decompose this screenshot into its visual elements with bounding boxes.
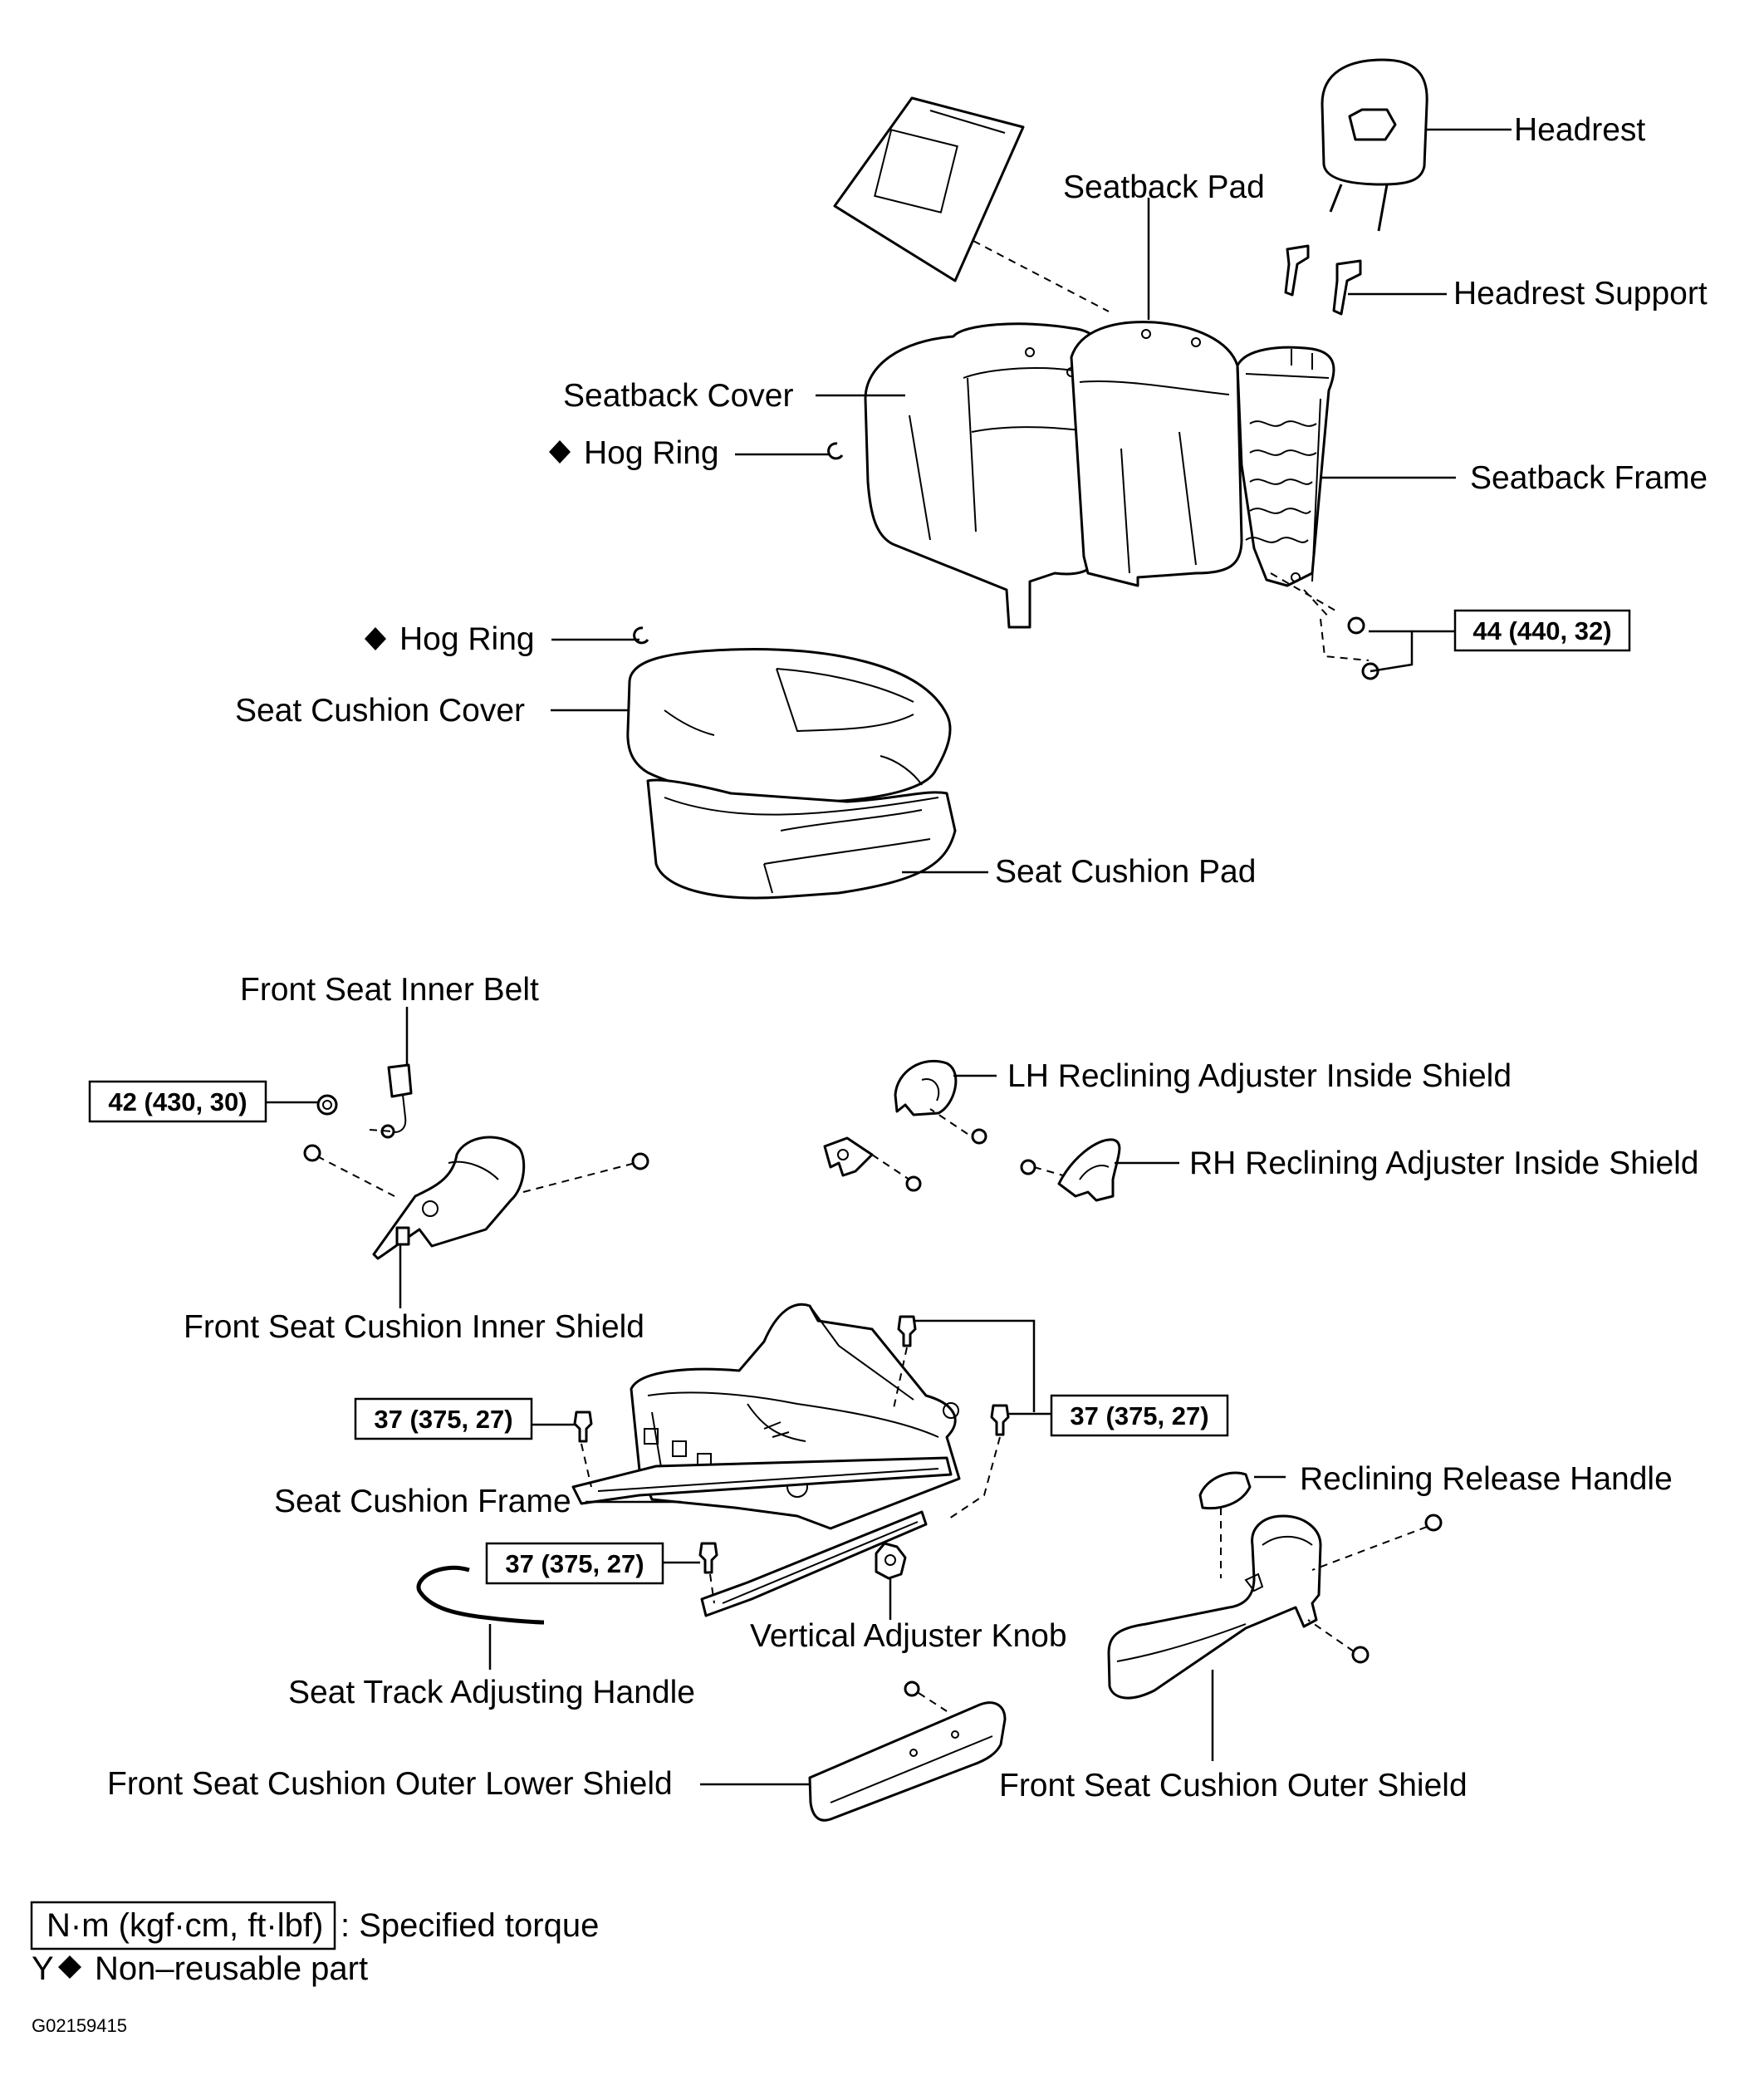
outer-shield-bolt-lower — [1351, 1646, 1370, 1664]
torque-value: 37 (375, 27) — [374, 1405, 512, 1434]
legend-torque-box — [30, 1901, 336, 1950]
legend-torque-unit: N·m (kgf·cm, ft·lbf) — [47, 1907, 323, 1944]
figure-code: G02159415 — [32, 2015, 127, 2036]
legend-non-reusable-desc: Non–reusable part — [95, 1950, 368, 1987]
torque-value: 37 (375, 27) — [505, 1549, 644, 1578]
seatback-cover — [864, 322, 1102, 629]
seat-cushion-cover — [626, 648, 952, 803]
frame-bolt-front-left — [573, 1411, 593, 1443]
seatback-frame-bolt — [1347, 616, 1379, 680]
legend: N·m (kgf·cm, ft·lbf) : Specified torque … — [30, 1901, 599, 2036]
diamond-icon — [549, 440, 571, 464]
label-seat-track-adjusting-handle: Seat Track Adjusting Handle — [288, 1675, 695, 1710]
seat-track-rails — [571, 1456, 953, 1617]
legend-torque-desc: : Specified torque — [341, 1907, 599, 1944]
diamond-icon — [365, 627, 386, 650]
torque-box-frame-front-lower: 37 (375, 27) — [485, 1542, 664, 1585]
headrest — [1321, 58, 1428, 232]
hog-ring-lower-label-group: Hog Ring — [365, 621, 535, 657]
seatback-frame — [1236, 346, 1335, 587]
rh-shield-bolt — [1020, 1159, 1036, 1175]
rh-reclining-shield — [1057, 1138, 1121, 1202]
torque-box-seatback-frame: 44 (440, 32) — [1453, 609, 1631, 652]
torque-box-frame-front-left: 37 (375, 27) — [354, 1397, 533, 1440]
headrest-support — [1284, 244, 1362, 316]
front-seat-cushion-inner-shield — [372, 1136, 526, 1260]
outer-lower-shield-bolt — [904, 1680, 920, 1697]
label-seatback-frame: Seatback Frame — [1470, 460, 1708, 496]
diamond-icon — [58, 1955, 81, 1979]
legend-non-reusable-prefix: Y — [32, 1950, 54, 1987]
reclining-release-handle — [1198, 1471, 1252, 1510]
inner-shield-bolt-left — [303, 1144, 321, 1162]
recliner-mechanism — [823, 1136, 874, 1177]
frame-bolt-rear — [897, 1315, 917, 1347]
frame-bolt-front-lower — [698, 1542, 718, 1574]
front-seat-cushion-outer-shield — [1107, 1514, 1322, 1700]
lh-shield-bolt — [971, 1128, 987, 1145]
label-front-seat-cushion-outer-shield: Front Seat Cushion Outer Shield — [999, 1768, 1468, 1803]
label-vertical-adjuster-knob: Vertical Adjuster Knob — [750, 1618, 1067, 1654]
front-seat-inner-belt — [380, 1063, 413, 1139]
label-reclining-release-handle: Reclining Release Handle — [1300, 1461, 1673, 1497]
leader-lines — [266, 128, 1512, 1786]
label-seatback-pad: Seatback Pad — [1063, 169, 1265, 205]
label-front-seat-inner-belt: Front Seat Inner Belt — [240, 972, 539, 1008]
label-hog-ring-lower: Hog Ring — [399, 621, 535, 657]
seatback-pad-insert — [833, 96, 1025, 282]
front-seat-cushion-outer-lower-shield — [808, 1701, 1007, 1822]
hog-ring-upper-label-group: Hog Ring — [549, 435, 719, 471]
torque-box-frame-rear-right: 37 (375, 27) — [1050, 1394, 1229, 1437]
label-lh-reclining-shield: LH Reclining Adjuster Inside Shield — [1007, 1058, 1512, 1094]
seat-cushion-pad — [646, 778, 957, 900]
frame-bolt-rear-right — [990, 1404, 1010, 1436]
label-seat-cushion-cover: Seat Cushion Cover — [235, 693, 525, 729]
label-seatback-cover: Seatback Cover — [563, 378, 793, 414]
label-headrest-support: Headrest Support — [1453, 276, 1708, 312]
inner-shield-bolt-right — [631, 1152, 649, 1170]
label-hog-ring-upper: Hog Ring — [584, 435, 719, 471]
assembly-dashed-lines — [316, 240, 1428, 1712]
torque-value: 42 (430, 30) — [108, 1087, 247, 1116]
inner-belt-nut — [316, 1094, 338, 1116]
torque-value: 44 (440, 32) — [1472, 616, 1611, 645]
lh-reclining-shield — [894, 1059, 958, 1116]
hog-ring-upper — [827, 442, 844, 460]
vertical-adjuster-knob — [875, 1542, 907, 1580]
seat-track-adjusting-handle — [416, 1565, 545, 1625]
outer-shield-bolt-upper — [1424, 1514, 1443, 1532]
label-seat-cushion-frame: Seat Cushion Frame — [274, 1484, 571, 1519]
label-front-seat-cushion-outer-lower-shield: Front Seat Cushion Outer Lower Shield — [107, 1766, 673, 1802]
hog-ring-lower — [633, 626, 649, 645]
recliner-bolt — [905, 1175, 922, 1192]
label-front-seat-cushion-inner-shield: Front Seat Cushion Inner Shield — [184, 1309, 644, 1345]
torque-value: 37 (375, 27) — [1070, 1401, 1208, 1430]
torque-box-inner-belt: 42 (430, 30) — [88, 1080, 267, 1123]
label-headrest: Headrest — [1514, 112, 1645, 148]
seatback-pad — [1070, 321, 1243, 587]
label-rh-reclining-shield: RH Reclining Adjuster Inside Shield — [1189, 1146, 1699, 1181]
label-seat-cushion-pad: Seat Cushion Pad — [995, 854, 1256, 890]
